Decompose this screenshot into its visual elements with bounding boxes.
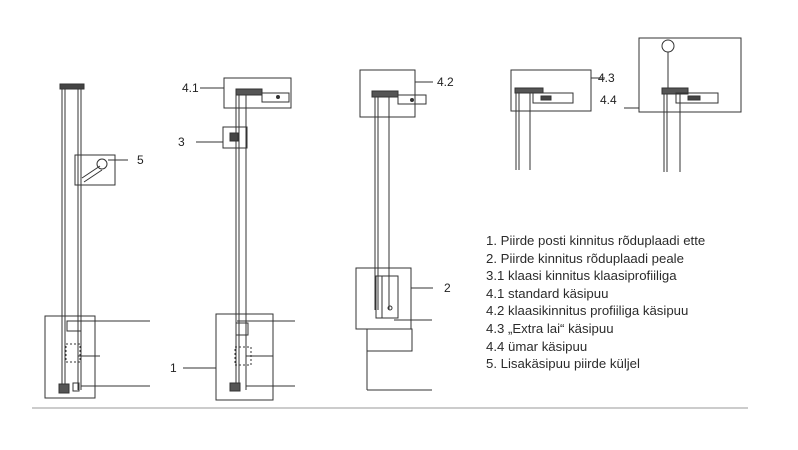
legend-item-4-3: 4.3 „Extra lai“ käsipuu xyxy=(486,320,614,336)
legend-item-3-1: 3.1 klaasi kinnitus klaasiprofiiliga xyxy=(486,268,677,284)
callout-4-3: 4.3 xyxy=(598,71,615,85)
callout-1: 1 xyxy=(170,361,177,375)
legend-item-4-1: 4.1 standard käsipuu xyxy=(486,285,609,301)
callout-4-2: 4.2 xyxy=(437,75,454,89)
detail-top-mount xyxy=(355,69,433,391)
side-handrail-detail xyxy=(74,154,116,186)
legend-item-1: 1. Piirde posti kinnitus rõduplaadi ette xyxy=(486,233,706,248)
detail-extra-wide-handrail xyxy=(510,69,605,170)
callout-4-4: 4.4 xyxy=(600,93,617,107)
detail-standard-handrail xyxy=(183,77,295,401)
legend-item-5: 5. Lisakäsipuu piirde küljel xyxy=(486,356,640,372)
legend-item-4-4: 4.4 ümar käsipuu xyxy=(486,338,588,354)
legend-item-2: 2. Piirde kinnitus rõduplaadi peale xyxy=(486,250,684,266)
callout-3: 3 xyxy=(178,135,185,149)
callout-5: 5 xyxy=(137,153,144,167)
legend-item-4-2: 4.2 klaasikinnitus profiiliga käsipuu xyxy=(486,303,689,319)
callout-4-1: 4.1 xyxy=(182,81,199,95)
detail-front-mount xyxy=(44,83,150,399)
legend-list: 1. Piirde posti kinnitus rõduplaadi ette… xyxy=(486,232,705,373)
detail-round-handrail xyxy=(624,37,742,172)
callout-2: 2 xyxy=(444,281,451,295)
